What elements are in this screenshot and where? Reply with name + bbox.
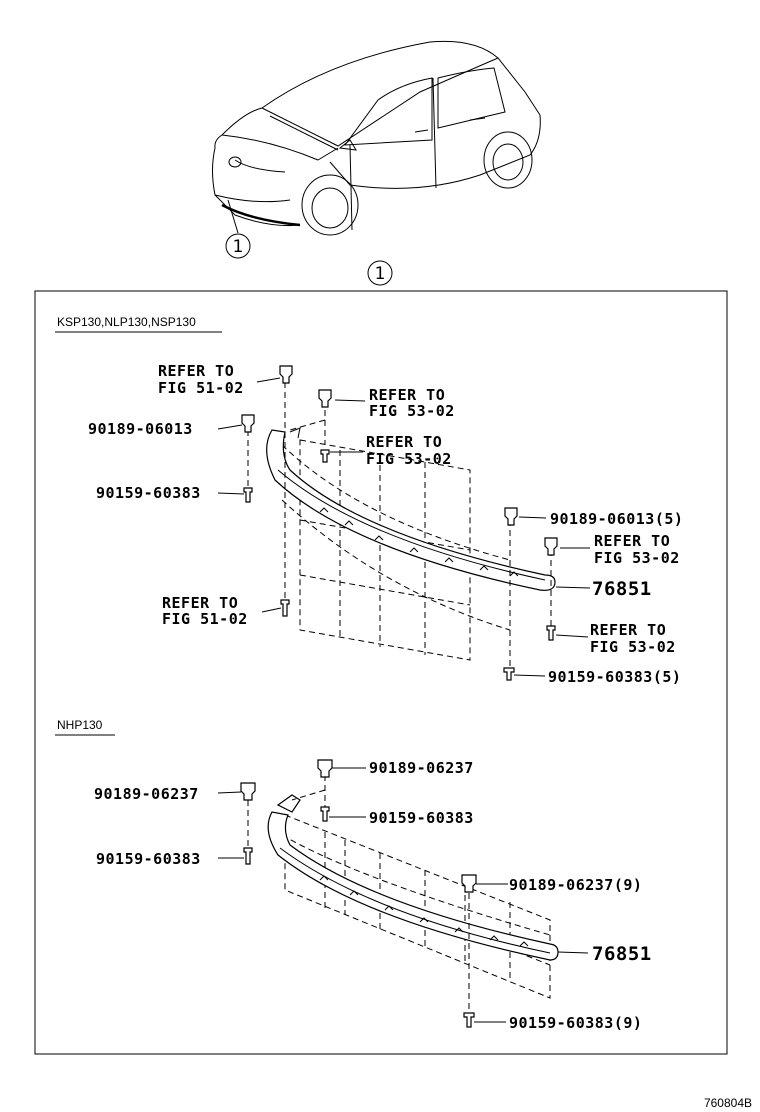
screw-top-label: 90159-60383: [369, 809, 474, 827]
upper-model-label: KSP130,NLP130,NSP130: [57, 315, 196, 329]
section-callout-number: 1: [375, 264, 386, 284]
refer-fig53-b-line2: FIG 53-02: [366, 450, 452, 468]
lower-section: NHP130: [55, 718, 652, 1032]
refer-fig53-d-line2: FIG 53-02: [590, 638, 676, 656]
refer-fig51-top-line2: FIG 51-02: [158, 379, 244, 397]
screw-left-label: 90159-60383: [96, 484, 201, 502]
screw-icon: [243, 806, 475, 1028]
car-callout-number: 1: [233, 237, 244, 257]
screw-left-label-nhp: 90159-60383: [96, 850, 201, 868]
refer-fig53-c-line1: REFER TO: [594, 532, 670, 550]
figure-id: 760804B: [704, 1096, 752, 1110]
clip-right-label-nhp: 90189-06237(9): [509, 876, 642, 894]
refer-fig53-a-line1: REFER TO: [369, 386, 445, 404]
refer-fig51-top-line1: REFER TO: [158, 362, 234, 380]
refer-fig53-d-line1: REFER TO: [590, 621, 666, 639]
clip-left-label: 90189-06013: [88, 420, 193, 438]
clip-right-label: 90189-06013(5): [550, 510, 683, 528]
car-illustration: [212, 40, 541, 236]
part-number-76851-upper: 76851: [592, 578, 652, 600]
clip-top-label: 90189-06237: [369, 759, 474, 777]
refer-fig53-b-line1: REFER TO: [366, 433, 442, 451]
refer-fig53-a-line2: FIG 53-02: [369, 402, 455, 420]
diagram-frame: [34, 290, 728, 1055]
clip-left-label-nhp: 90189-06237: [94, 785, 199, 803]
screw-right-label: 90159-60383(5): [548, 668, 681, 686]
refer-fig51-bottom-line2: FIG 51-02: [162, 610, 248, 628]
clip-icon: [241, 365, 558, 556]
screw-right-label-nhp: 90159-60383(9): [509, 1014, 642, 1032]
refer-fig51-bottom-line1: REFER TO: [162, 594, 238, 612]
front-spoiler-part: [266, 429, 556, 591]
clip-icon: [240, 759, 477, 893]
screw-icon: [243, 449, 556, 681]
part-number-76851-lower: 76851: [592, 943, 652, 965]
lower-model-label: NHP130: [57, 718, 103, 732]
refer-fig53-c-line2: FIG 53-02: [594, 549, 680, 567]
upper-section: KSP130,NLP130,NSP130: [55, 315, 683, 686]
